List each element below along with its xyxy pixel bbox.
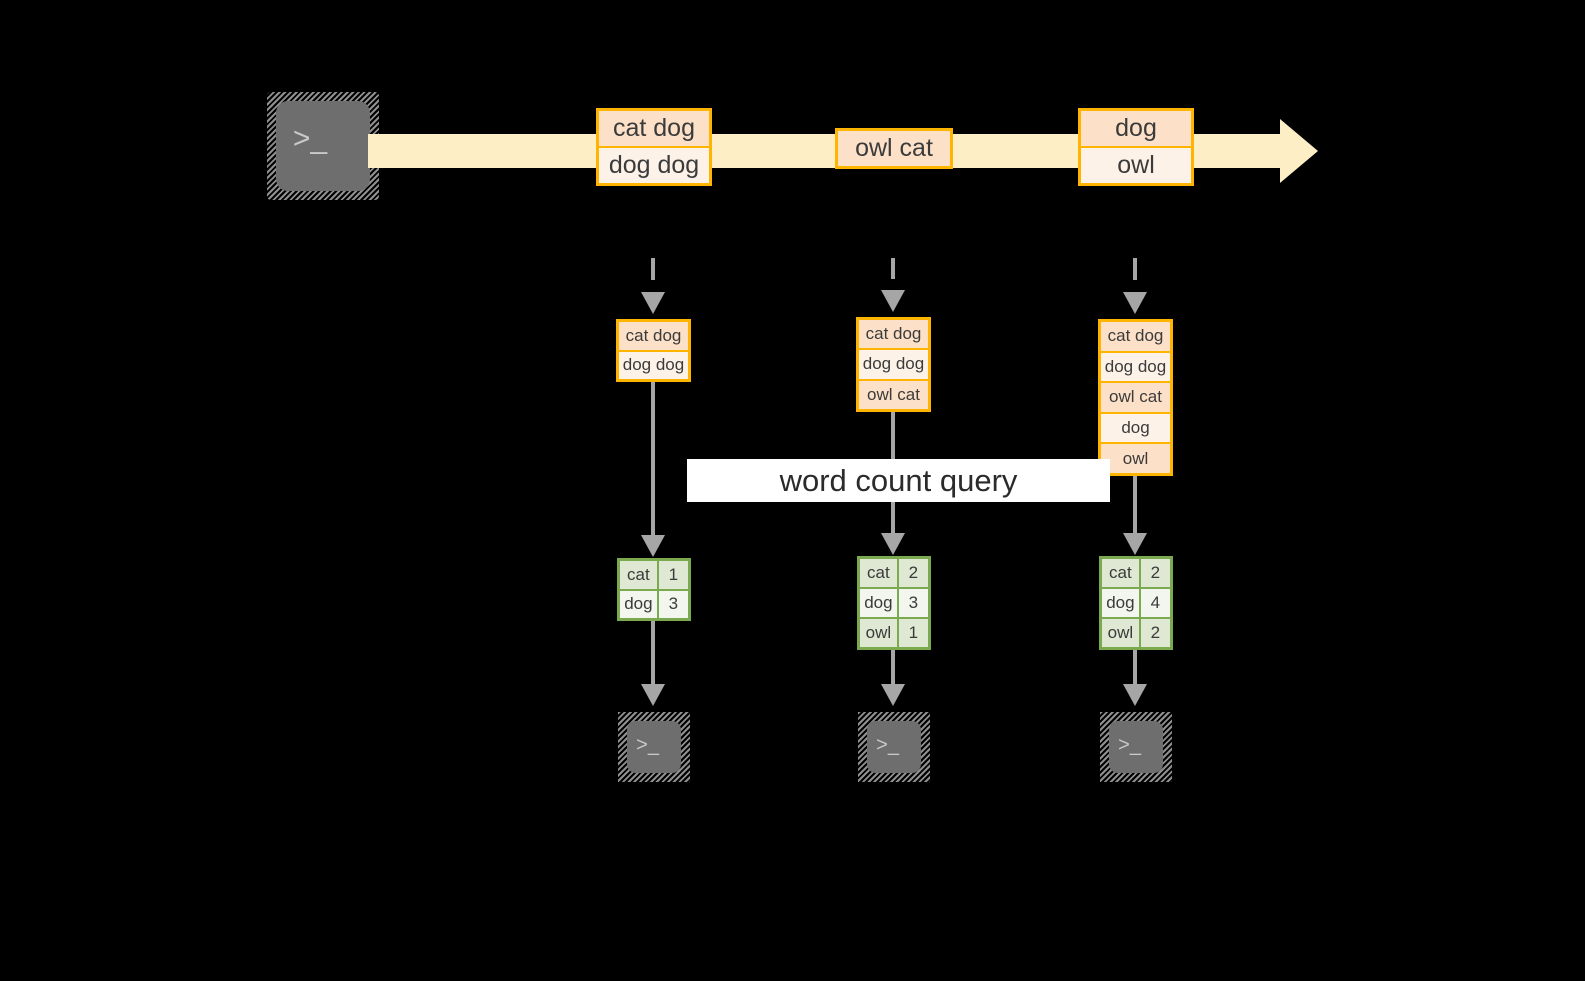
result-row: dog 3 <box>860 587 928 617</box>
stream-group-2: owl cat <box>835 128 953 169</box>
stream-group-1: cat dog dog dog <box>596 108 712 186</box>
snapshot-2-sink-arrowhead <box>881 684 905 706</box>
snapshot-3-input-table: cat dog dog dog owl cat dog owl <box>1098 319 1173 476</box>
snapshot-2-input-table: cat dog dog dog owl cat <box>856 317 931 412</box>
result-count: 2 <box>908 563 919 582</box>
input-row: dog dog <box>859 348 928 379</box>
source-terminal-icon: >_ <box>267 92 379 200</box>
snapshot-1-sink-arrowhead <box>641 684 665 706</box>
query-label-banner: word count query <box>687 459 1110 502</box>
result-word: cat <box>1102 559 1141 587</box>
snapshot-2-sink-terminal-icon: >_ <box>858 712 930 782</box>
event-stream-arrowhead <box>1280 119 1318 183</box>
snapshot-3-trigger-arrowhead <box>1123 292 1147 314</box>
result-count: 3 <box>908 593 919 612</box>
stream-record: owl <box>1081 146 1191 183</box>
terminal-prompt: >_ <box>292 122 328 156</box>
result-count: 1 <box>908 623 919 642</box>
result-word: cat <box>620 561 659 589</box>
terminal-screen: >_ <box>867 721 921 773</box>
input-row: owl cat <box>859 378 928 409</box>
result-word: dog <box>620 590 659 618</box>
snapshot-2-result-table: cat 2 dog 3 owl 1 <box>857 556 931 650</box>
result-count: 2 <box>1150 563 1161 582</box>
result-row: cat 2 <box>860 559 928 587</box>
input-row: cat dog <box>1101 322 1170 351</box>
result-row: owl 2 <box>1102 617 1170 647</box>
stream-record: owl cat <box>838 131 950 166</box>
input-row: owl <box>1101 442 1170 473</box>
snapshot-1-trigger-arrowhead <box>641 292 665 314</box>
snapshot-3-result-table: cat 2 dog 4 owl 2 <box>1099 556 1173 650</box>
snapshot-1-result-table: cat 1 dog 3 <box>617 558 691 621</box>
result-word: owl <box>860 619 899 647</box>
result-word: cat <box>860 559 899 587</box>
snapshot-1-query-arrowhead <box>641 535 665 557</box>
snapshot-3-sink-arrowhead <box>1123 684 1147 706</box>
input-row: owl cat <box>1101 381 1170 412</box>
input-row: dog <box>1101 411 1170 443</box>
stream-record: dog dog <box>599 146 709 183</box>
snapshot-2-sink-line <box>891 650 895 687</box>
input-row: cat dog <box>619 322 688 350</box>
result-count: 3 <box>668 594 679 614</box>
terminal-screen: >_ <box>276 101 370 191</box>
query-label-text: word count query <box>779 462 1018 498</box>
snapshot-3-sink-line <box>1133 650 1137 687</box>
stream-record: dog <box>1081 111 1191 146</box>
result-row: cat 1 <box>620 561 688 589</box>
result-row: dog 4 <box>1102 587 1170 617</box>
result-word: dog <box>860 589 899 617</box>
snapshot-1-sink-terminal-icon: >_ <box>618 712 690 782</box>
terminal-prompt: >_ <box>1118 734 1141 757</box>
snapshot-2-query-arrowhead <box>881 533 905 555</box>
result-count: 1 <box>668 564 679 584</box>
terminal-screen: >_ <box>1109 721 1163 773</box>
snapshot-3-trigger-line <box>1133 258 1137 296</box>
result-word: owl <box>1102 619 1141 647</box>
result-row: cat 2 <box>1102 559 1170 587</box>
input-row: dog dog <box>619 349 688 379</box>
result-count: 2 <box>1150 623 1161 642</box>
input-row: cat dog <box>859 320 928 349</box>
result-row: dog 3 <box>620 588 688 618</box>
terminal-prompt: >_ <box>876 734 899 757</box>
terminal-screen: >_ <box>627 721 681 773</box>
snapshot-2-trigger-arrowhead <box>881 290 905 312</box>
result-row: owl 1 <box>860 617 928 647</box>
snapshot-3-query-line <box>1133 476 1137 536</box>
stream-record: cat dog <box>599 111 709 146</box>
stream-group-3: dog owl <box>1078 108 1194 186</box>
snapshot-3-sink-terminal-icon: >_ <box>1100 712 1172 782</box>
result-word: dog <box>1102 589 1141 617</box>
snapshot-1-trigger-line <box>651 258 655 296</box>
snapshot-1-sink-line <box>651 621 655 687</box>
snapshot-1-query-line <box>651 382 655 538</box>
snapshot-3-query-arrowhead <box>1123 533 1147 555</box>
snapshot-2-trigger-line <box>891 258 895 294</box>
input-row: dog dog <box>1101 350 1170 382</box>
snapshot-1-input-table: cat dog dog dog <box>616 319 691 382</box>
result-count: 4 <box>1150 593 1161 612</box>
terminal-prompt: >_ <box>636 734 659 757</box>
